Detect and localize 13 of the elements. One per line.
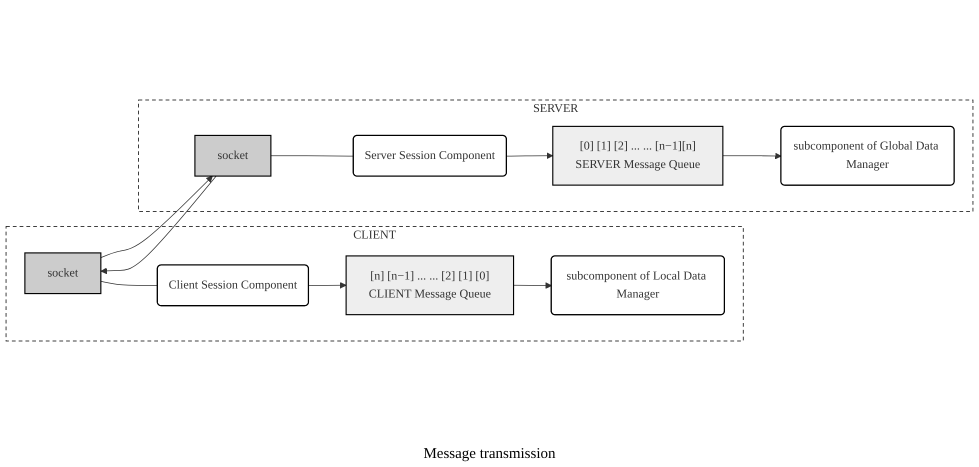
connector [270,156,354,157]
node-box: socket [24,252,102,295]
arrow [722,153,782,160]
arrow [308,282,346,290]
arrow [100,176,216,275]
node-box: [0] [1] [2] ... ... [n−1][n] SERVER Message Queue [552,126,724,186]
node-box: socket [194,135,272,178]
connector [100,281,158,287]
node-box: [n] [n−1] ... ... [2] [1] [0] CLIENT Message Queue [346,256,514,316]
arrow [506,152,554,160]
diagram-label: Message transmission [423,446,556,462]
arrow [513,282,552,290]
arrow [100,176,213,258]
